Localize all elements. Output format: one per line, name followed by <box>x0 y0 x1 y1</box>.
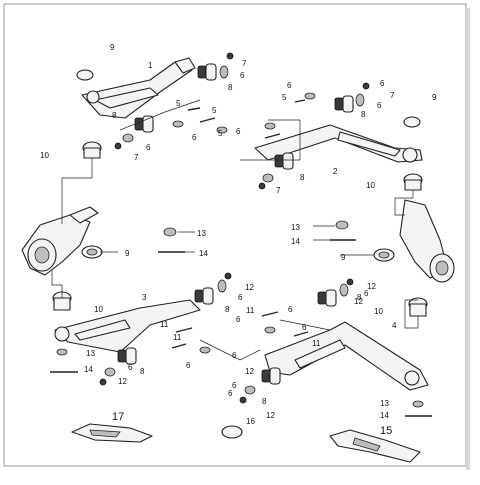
callout-11: 11 <box>246 306 255 315</box>
callout-6: 6 <box>240 71 245 80</box>
callout-6: 6 <box>236 315 241 324</box>
bushing-set-lower-right-2 <box>239 367 281 404</box>
callout-6: 6 <box>232 351 237 360</box>
callout-11: 11 <box>312 339 321 348</box>
callout-9: 9 <box>110 43 115 52</box>
ball-joint-upper-right <box>403 173 423 198</box>
bolts-center-upper <box>172 107 281 139</box>
upper-left-a-arm <box>81 57 196 119</box>
boot-upper-right <box>403 116 421 128</box>
callout-13: 13 <box>86 349 95 358</box>
callout-6: 6 <box>186 361 191 370</box>
callout-14: 14 <box>380 411 389 420</box>
callout-15: 15 <box>380 425 392 437</box>
callout-3: 3 <box>142 293 147 302</box>
callout-10: 10 <box>374 307 383 316</box>
callout-6: 6 <box>302 323 307 332</box>
callout-6: 6 <box>287 81 292 90</box>
callout-16: 16 <box>246 417 255 426</box>
callout-7: 7 <box>390 91 395 100</box>
callout-6: 6 <box>380 79 385 88</box>
callout-5: 5 <box>212 106 217 115</box>
bushing-set-lower-right-1 <box>317 278 354 307</box>
skid-plate-right <box>329 429 421 463</box>
callout-9: 9 <box>341 253 346 262</box>
callout-9: 9 <box>125 249 130 258</box>
callout-6: 6 <box>192 133 197 142</box>
callout-6: 6 <box>238 293 243 302</box>
callout-7: 7 <box>242 59 247 68</box>
callout-8: 8 <box>228 83 233 92</box>
callout-8: 8 <box>112 111 117 120</box>
callout-10: 10 <box>366 181 375 190</box>
callout-12: 12 <box>367 282 376 291</box>
callout-6: 6 <box>128 363 133 372</box>
callout-12: 12 <box>118 377 127 386</box>
bushing-set-upper-right-2 <box>258 152 294 190</box>
callout-13: 13 <box>197 229 206 238</box>
callout-6: 6 <box>236 127 241 136</box>
border-shadow <box>466 8 470 470</box>
bushing-set-lower-left-1 <box>194 272 232 305</box>
bushing-set-lower-left-2 <box>99 347 137 386</box>
callout-6: 6 <box>364 289 369 298</box>
boot-upper-left <box>76 69 94 81</box>
bushing-set-upper-left-1 <box>197 52 234 81</box>
bushing-set-upper-left-2 <box>114 115 154 150</box>
lower-left-a-arm <box>54 299 201 353</box>
callout-7: 7 <box>134 153 139 162</box>
callout-4: 4 <box>392 321 397 330</box>
steering-knuckle-left <box>21 206 99 276</box>
callout-8: 8 <box>300 173 305 182</box>
callout-9: 9 <box>432 93 437 102</box>
callout-6: 6 <box>146 143 151 152</box>
ball-joint-lower-right <box>408 297 428 328</box>
assembly-leader-lines <box>51 99 418 361</box>
callout-6: 6 <box>288 305 293 314</box>
callout-8: 8 <box>262 397 267 406</box>
callout-12: 12 <box>266 411 275 420</box>
callout-8: 8 <box>225 305 230 314</box>
callout-14: 14 <box>199 249 208 258</box>
callout-8: 8 <box>361 110 366 119</box>
skid-plate-left <box>71 423 153 443</box>
callout-2: 2 <box>333 167 338 176</box>
callout-12: 12 <box>354 297 363 306</box>
callout-5: 5 <box>282 93 287 102</box>
callout-14: 14 <box>291 237 300 246</box>
callout-10: 10 <box>40 151 49 160</box>
bolts-right-upper <box>294 92 316 103</box>
callout-6: 6 <box>232 381 237 390</box>
small-parts-13-14 <box>158 220 356 253</box>
bolts-lower-left <box>50 327 211 373</box>
callout-11: 11 <box>160 320 169 329</box>
bolts-lower-right <box>261 311 432 417</box>
callout-5: 5 <box>218 129 223 138</box>
callout-17: 17 <box>112 411 124 423</box>
callout-5: 5 <box>176 99 181 108</box>
lower-right-a-arm <box>264 321 429 391</box>
callout-12: 12 <box>245 283 254 292</box>
callout-7: 7 <box>276 186 281 195</box>
callout-13: 13 <box>291 223 300 232</box>
callout-6: 6 <box>228 389 233 398</box>
ball-joint-upper-left <box>82 141 102 168</box>
callout-13: 13 <box>380 399 389 408</box>
callout-6: 6 <box>377 101 382 110</box>
washer-16 <box>221 425 243 439</box>
callout-1: 1 <box>148 61 153 70</box>
callout-8: 8 <box>357 293 362 302</box>
callout-14: 14 <box>84 365 93 374</box>
callout-8: 8 <box>140 367 145 376</box>
callout-labels: 9 1 7 6 8 5 8 6 7 6 5 6 5 10 6 5 6 7 6 8… <box>40 43 437 437</box>
callout-11: 11 <box>173 333 182 342</box>
callout-12: 12 <box>245 367 254 376</box>
steering-knuckle-right <box>399 199 455 283</box>
bushing-set-upper-right-1 <box>334 82 370 113</box>
callout-10: 10 <box>94 305 103 314</box>
